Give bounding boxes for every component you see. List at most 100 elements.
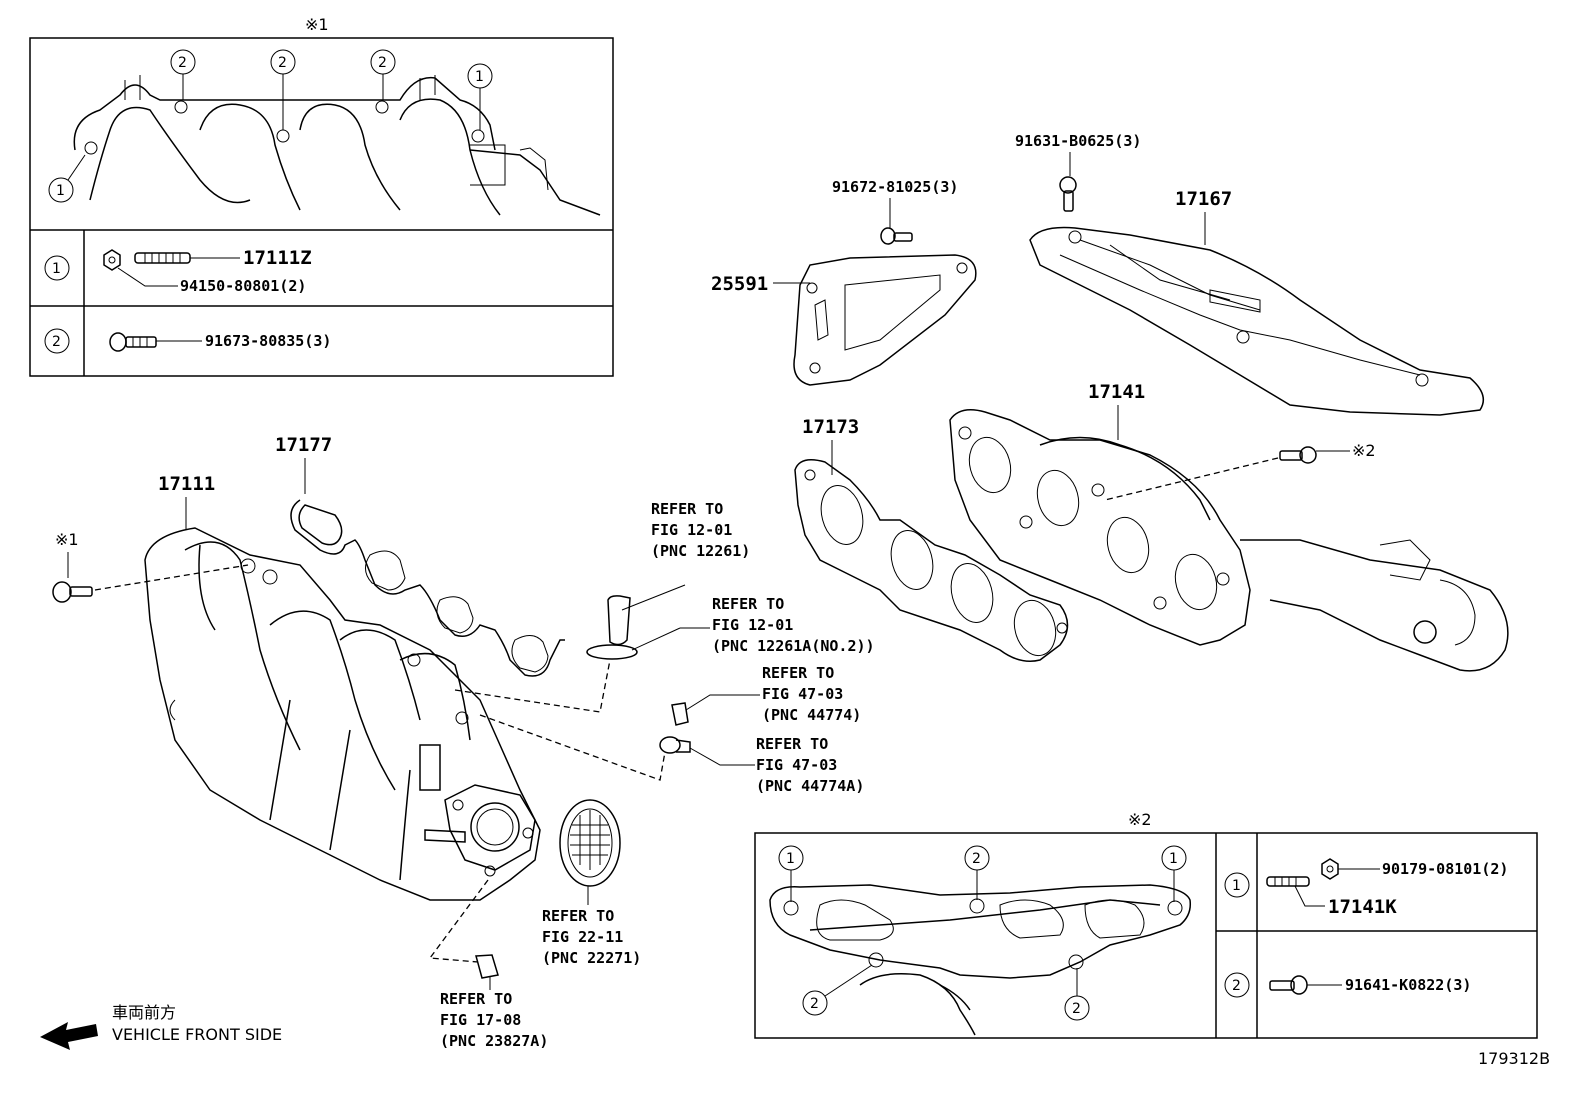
callout-2-a: 2 bbox=[170, 49, 196, 100]
part-17141K: 17141K bbox=[1328, 896, 1397, 918]
svg-text:1: 1 bbox=[1169, 851, 1178, 867]
inset-2-row-1: 1 90179-08101(2) 17141K bbox=[1224, 858, 1508, 918]
intake-gasket-17177 bbox=[290, 499, 565, 677]
svg-text:1: 1 bbox=[56, 183, 65, 199]
inset-2: ※2 1 2 bbox=[754, 810, 1538, 1039]
svg-text:REFER TO: REFER TO bbox=[542, 907, 614, 925]
svg-text:1: 1 bbox=[475, 69, 484, 85]
clamp-44774A bbox=[659, 736, 755, 766]
svg-text:FIG 12-01: FIG 12-01 bbox=[712, 616, 793, 634]
svg-text:2: 2 bbox=[52, 334, 61, 350]
svg-text:(PNC 44774A): (PNC 44774A) bbox=[756, 777, 864, 795]
clamp-12261A bbox=[586, 627, 710, 660]
inset-1-frame bbox=[29, 37, 614, 377]
inset-1: ※1 1 2 bbox=[29, 15, 614, 377]
part-91672-81025: 91672-81025(3) bbox=[832, 178, 958, 196]
exhaust-gasket-17173 bbox=[794, 459, 1069, 662]
exhaust-gasket-area: 17173 bbox=[794, 416, 1069, 662]
exhaust-manifold-17141 bbox=[949, 409, 1509, 672]
part-91631-B0625: 91631-B0625(3) bbox=[1015, 132, 1141, 150]
bolt-icon bbox=[109, 332, 157, 352]
callout-1-right: 1 bbox=[467, 63, 493, 130]
part-94150-80801: 94150-80801(2) bbox=[180, 277, 306, 295]
part-17167: 17167 bbox=[1175, 188, 1232, 210]
part-25591: 25591 bbox=[711, 273, 768, 295]
intake-manifold-17111 bbox=[144, 527, 541, 901]
svg-text:2: 2 bbox=[1232, 978, 1241, 994]
stud-icon bbox=[134, 252, 191, 264]
inset-2-row-2: 2 91641-K0822(3) bbox=[1224, 972, 1471, 998]
svg-text:FIG 22-11: FIG 22-11 bbox=[542, 928, 623, 946]
svg-text:REFER TO: REFER TO bbox=[712, 595, 784, 613]
nut-icon bbox=[1321, 858, 1339, 880]
svg-text:車両前方: 車両前方 bbox=[112, 1003, 176, 1022]
callout-2-top: 2 bbox=[964, 845, 990, 900]
inset-1-flange-illustration bbox=[73, 75, 601, 216]
callout-2-b: 2 bbox=[270, 49, 296, 130]
svg-text:FIG 47-03: FIG 47-03 bbox=[756, 756, 837, 774]
inset-2-flange-illustration bbox=[769, 884, 1192, 1036]
bolt-mark-1: ※1 bbox=[55, 530, 79, 549]
svg-text:REFER TO: REFER TO bbox=[762, 664, 834, 682]
nut-icon bbox=[103, 249, 121, 271]
svg-text:1: 1 bbox=[52, 261, 61, 277]
svg-text:2: 2 bbox=[810, 996, 819, 1012]
bolt-icon bbox=[880, 227, 913, 245]
svg-text:FIG 12-01: FIG 12-01 bbox=[651, 521, 732, 539]
svg-text:2: 2 bbox=[972, 851, 981, 867]
svg-text:(PNC 22271): (PNC 22271) bbox=[542, 949, 641, 967]
bolt-icon bbox=[1269, 975, 1308, 995]
svg-text:2: 2 bbox=[1072, 1001, 1081, 1017]
inset-1-mark: ※1 bbox=[305, 15, 329, 34]
part-17177: 17177 bbox=[275, 434, 332, 456]
hose-23827A bbox=[475, 954, 499, 990]
refer-12261: REFER TO FIG 12-01 (PNC 12261) bbox=[651, 500, 750, 560]
part-91641-K0822: 91641-K0822(3) bbox=[1345, 976, 1471, 994]
inset-2-frame bbox=[754, 832, 1538, 1039]
heat-insulator-17167 bbox=[1029, 226, 1485, 416]
exhaust-manifold-area: 17141 ※2 bbox=[949, 381, 1509, 672]
callout-1-left: 1 bbox=[778, 845, 804, 902]
svg-text:FIG 17-08: FIG 17-08 bbox=[440, 1011, 521, 1029]
svg-text:(PNC 12261A(NO.2)): (PNC 12261A(NO.2)) bbox=[712, 637, 875, 655]
svg-text:(PNC 23827A): (PNC 23827A) bbox=[440, 1032, 548, 1050]
svg-text:VEHICLE FRONT SIDE: VEHICLE FRONT SIDE bbox=[112, 1025, 282, 1044]
refer-44774: REFER TO FIG 47-03 (PNC 44774) bbox=[762, 664, 861, 724]
intake-manifold-area: ※1 17111 17177 bbox=[52, 434, 760, 990]
svg-text:1: 1 bbox=[786, 851, 795, 867]
hose-44774 bbox=[671, 694, 760, 726]
callout-1-right: 1 bbox=[1161, 845, 1187, 902]
inset-1-row-1: 1 17111Z 94150-80801(2) bbox=[44, 247, 312, 295]
callout-1-left: 1 bbox=[48, 154, 86, 203]
refer-22271: REFER TO FIG 22-11 (PNC 22271) bbox=[542, 907, 641, 967]
bolt-icon bbox=[52, 581, 93, 603]
callout-2-bottom-right: 2 bbox=[1064, 968, 1090, 1021]
inset-1-row-2: 2 91673-80835(3) bbox=[44, 328, 331, 354]
part-90179-08101: 90179-08101(2) bbox=[1382, 860, 1508, 878]
bolt-icon bbox=[1059, 176, 1077, 212]
part-17141: 17141 bbox=[1088, 381, 1145, 403]
part-91673-80835: 91673-80835(3) bbox=[205, 332, 331, 350]
svg-text:(PNC 12261): (PNC 12261) bbox=[651, 542, 750, 560]
svg-text:2: 2 bbox=[178, 55, 187, 71]
part-17111Z: 17111Z bbox=[243, 247, 312, 269]
stud-icon bbox=[1266, 876, 1310, 887]
figure-id: 179312B bbox=[1478, 1049, 1550, 1068]
svg-text:2: 2 bbox=[278, 55, 287, 71]
svg-text:FIG 47-03: FIG 47-03 bbox=[762, 685, 843, 703]
refer-44774A: REFER TO FIG 47-03 (PNC 44774A) bbox=[756, 735, 864, 795]
vehicle-front-indicator: 車両前方 VEHICLE FRONT SIDE bbox=[40, 1003, 282, 1050]
svg-text:(PNC 44774): (PNC 44774) bbox=[762, 706, 861, 724]
gasket-22271 bbox=[559, 799, 621, 905]
svg-text:REFER TO: REFER TO bbox=[651, 500, 723, 518]
refer-12261A: REFER TO FIG 12-01 (PNC 12261A(NO.2)) bbox=[712, 595, 875, 655]
callout-2-c: 2 bbox=[370, 49, 396, 100]
inset-2-mark: ※2 bbox=[1128, 810, 1152, 829]
svg-text:REFER TO: REFER TO bbox=[756, 735, 828, 753]
callout-2-bottom-left: 2 bbox=[802, 964, 873, 1016]
svg-text:REFER TO: REFER TO bbox=[440, 990, 512, 1008]
refer-23827A: REFER TO FIG 17-08 (PNC 23827A) bbox=[440, 990, 548, 1050]
arrow-left-icon bbox=[40, 1022, 98, 1050]
hose-12261 bbox=[607, 584, 686, 646]
